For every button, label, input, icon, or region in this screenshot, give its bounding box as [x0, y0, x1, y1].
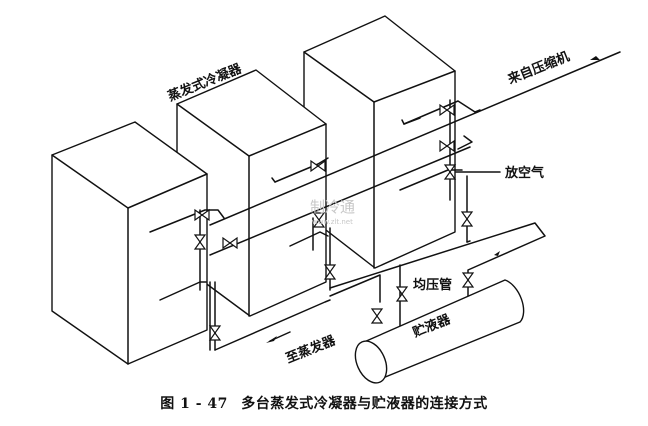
- receiver-vessel: [354, 279, 525, 384]
- hot-gas-header: [149, 51, 621, 233]
- condenser-receiver-diagram: 制冷通 www.zlt.net 蒸发式冷凝器 来自压缩机 放空气 至蒸发器 均压…: [51, 15, 621, 384]
- condenser-unit-1: [51, 121, 208, 365]
- from-compressor-label: 来自压缩机: [505, 49, 572, 89]
- condenser-unit-2: [176, 69, 327, 317]
- equalizing-pipe-label: 均压管: [413, 277, 452, 293]
- valve-icon[interactable]: [396, 286, 408, 302]
- valve-icon[interactable]: [209, 325, 221, 341]
- valve-icon[interactable]: [461, 211, 473, 227]
- drain-line: [214, 274, 381, 351]
- valve-icon[interactable]: [371, 308, 383, 324]
- to-evaporator-label: 至蒸发器: [284, 332, 339, 367]
- watermark-url: www.zlt.net: [312, 218, 353, 226]
- figure-caption: 图 1 - 47 多台蒸发式冷凝器与贮液器的连接方式: [0, 393, 648, 413]
- figure-title: 多台蒸发式冷凝器与贮液器的连接方式: [241, 396, 488, 412]
- air-vent-label: 放空气: [504, 165, 544, 181]
- watermark-text: 制冷通: [310, 198, 355, 216]
- valve-icon[interactable]: [462, 272, 474, 288]
- figure-number: 图 1 - 47: [160, 396, 228, 412]
